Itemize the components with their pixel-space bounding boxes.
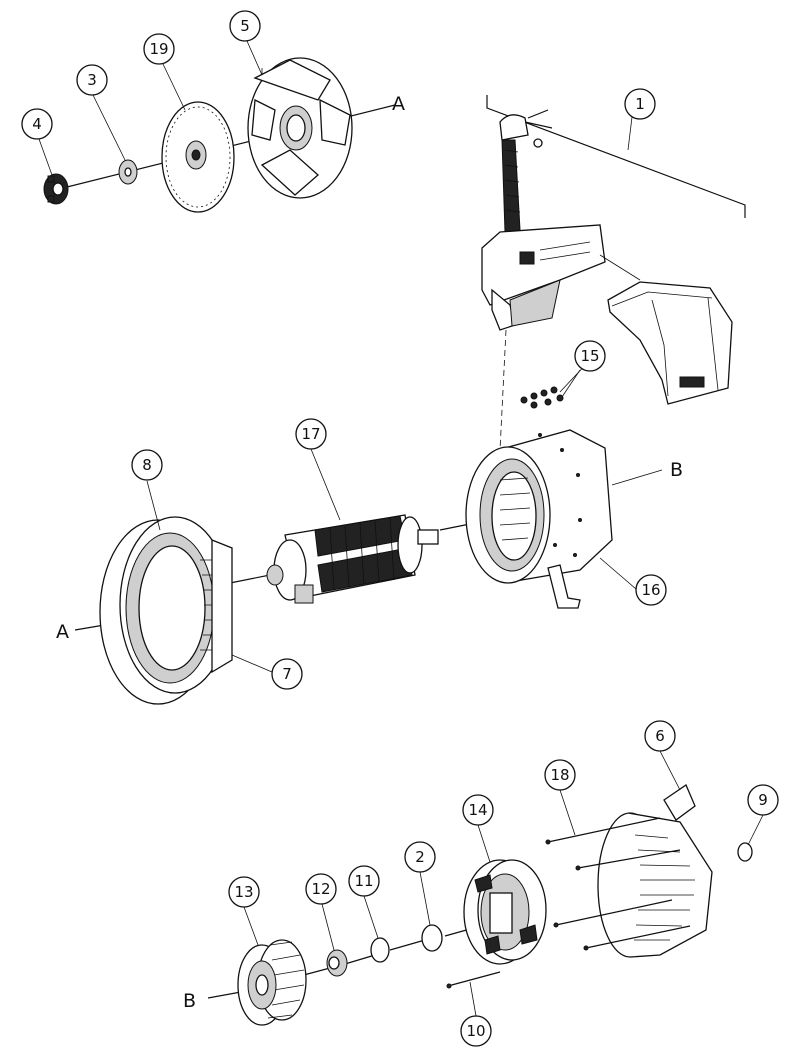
- stator-part-16: [465, 429, 613, 609]
- terminal-box-assembly: [481, 95, 746, 451]
- screws-part-15: [520, 369, 581, 409]
- plate-part-19: [161, 101, 235, 213]
- callout-1: 1: [624, 88, 656, 120]
- end-bracket-part-14: [463, 859, 547, 965]
- svg-text:19: 19: [149, 40, 168, 58]
- washer-part-3: [118, 159, 138, 185]
- svg-text:9: 9: [758, 791, 768, 809]
- callout-5: 5: [229, 10, 261, 42]
- callout-18: 18: [544, 759, 576, 791]
- svg-text:8: 8: [142, 456, 152, 474]
- svg-text:12: 12: [311, 880, 330, 898]
- stator-rivets: [538, 433, 582, 557]
- fan-part-5: [247, 57, 353, 199]
- axis-label-a-left: A: [56, 621, 69, 643]
- callout-19: 19: [143, 33, 175, 65]
- svg-text:3: 3: [87, 71, 97, 89]
- leader-lines: [38, 40, 764, 1017]
- callout-3: 3: [76, 64, 108, 96]
- callout-15: 15: [574, 340, 606, 372]
- terminal-box-base: [481, 224, 606, 331]
- svg-text:6: 6: [655, 727, 665, 745]
- callout-17: 17: [295, 418, 327, 450]
- fan-hub-assembly: [43, 57, 396, 213]
- ring-part-11: [370, 937, 390, 963]
- svg-text:10: 10: [466, 1022, 485, 1040]
- axis-letter-labels: A A B B: [56, 93, 683, 1012]
- terminal-box-cover: [607, 281, 733, 405]
- hub-part-4: [43, 173, 69, 205]
- callout-6: 6: [644, 720, 676, 752]
- washer-part-9: [737, 842, 753, 862]
- svg-text:17: 17: [301, 425, 320, 443]
- bearing-part-13: [237, 939, 307, 1026]
- callout-4: 4: [21, 108, 53, 140]
- rotor-part-17: [266, 514, 439, 604]
- pin-part-10: [446, 971, 501, 989]
- callout-10: 10: [460, 1015, 492, 1047]
- callout-16: 16: [635, 574, 667, 606]
- svg-text:7: 7: [282, 665, 292, 683]
- callout-12: 12: [305, 873, 337, 905]
- fan-cover-part-6: [597, 784, 713, 958]
- callout-11: 11: [348, 865, 380, 897]
- svg-text:16: 16: [641, 581, 660, 599]
- callout-14: 14: [462, 794, 494, 826]
- adapter-ring-part-8: [99, 516, 233, 705]
- svg-text:18: 18: [550, 766, 569, 784]
- studs-part-18: [545, 817, 691, 951]
- svg-text:4: 4: [32, 115, 42, 133]
- svg-text:5: 5: [240, 17, 250, 35]
- washer-part-12: [326, 949, 348, 977]
- axis-label-a-top: A: [392, 93, 405, 115]
- callout-7: 7: [271, 658, 303, 690]
- callout-bubbles: 4 3 19 5 1 15 17 8: [21, 10, 779, 1047]
- axis-label-b-right: B: [670, 459, 683, 481]
- svg-text:11: 11: [354, 872, 373, 890]
- ring-part-2: [421, 924, 443, 952]
- callout-8: 8: [131, 449, 163, 481]
- svg-text:2: 2: [415, 848, 425, 866]
- svg-text:1: 1: [635, 95, 645, 113]
- svg-text:13: 13: [234, 883, 253, 901]
- callout-13: 13: [228, 876, 260, 908]
- svg-text:14: 14: [468, 801, 487, 819]
- callout-9: 9: [747, 784, 779, 816]
- axis-label-b-bottom: B: [183, 990, 196, 1012]
- svg-text:15: 15: [580, 347, 599, 365]
- callout-2: 2: [404, 841, 436, 873]
- cable-gland: [499, 109, 553, 233]
